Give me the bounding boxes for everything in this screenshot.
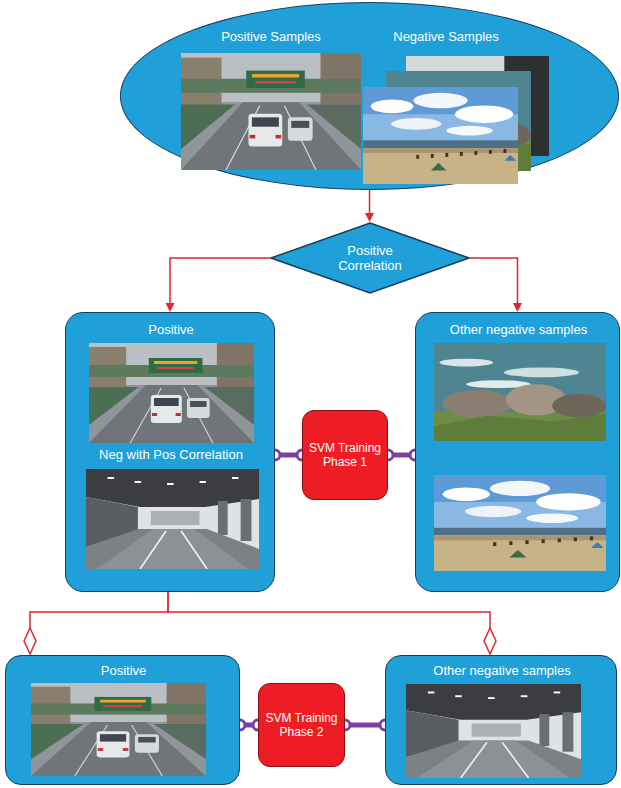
node-label: Positive <box>71 322 271 338</box>
decision-diamond: Positive Correlation <box>270 222 470 294</box>
node-label: Other negative samples <box>421 322 616 338</box>
svm-box: SVM Training Phase 1 <box>302 410 388 500</box>
beach-photo <box>434 475 606 571</box>
training-link <box>340 720 390 730</box>
samples-oval: Positive Samples Negative Samples <box>120 2 619 190</box>
group-box: Other negative samples <box>415 312 620 592</box>
connector-line <box>470 258 518 303</box>
connector-line <box>170 258 270 303</box>
diamond-head <box>24 628 36 654</box>
diamond-outline <box>270 222 470 294</box>
road-photo <box>89 343 254 443</box>
flow-arrow <box>168 592 496 654</box>
group-box: Other negative samples <box>385 655 617 785</box>
flow-arrow <box>166 258 271 312</box>
connector-line <box>168 592 490 628</box>
group-box: Positive <box>5 655 240 785</box>
flow-arrow <box>470 258 522 312</box>
tunnel-photo <box>406 684 581 778</box>
node-label: SVM Training Phase 2 <box>263 711 340 740</box>
node-label: Positive Correlation <box>315 243 425 274</box>
connector-line <box>369 190 371 213</box>
connector-line <box>30 592 168 628</box>
node-label: Positive <box>11 663 236 679</box>
flow-arrow <box>365 190 374 222</box>
svm-box: SVM Training Phase 2 <box>258 683 345 767</box>
node-label: Other negative samples <box>391 663 613 679</box>
group-box: PositiveNeg with Pos Correlation <box>65 312 275 592</box>
shore-photo <box>434 343 606 441</box>
road-photo <box>31 683 206 776</box>
tunnel-photo <box>86 469 259 569</box>
arrow-head <box>513 303 522 312</box>
road-photo <box>181 53 361 170</box>
beach-photo <box>363 87 518 184</box>
node-sublabel: Neg with Pos Correlation <box>71 447 271 463</box>
node-label: Positive Samples <box>201 29 341 45</box>
arrow-head <box>166 303 175 312</box>
node-sublabel: Negative Samples <box>371 29 521 45</box>
arrow-head <box>365 213 374 222</box>
node-label: SVM Training Phase 1 <box>307 441 383 470</box>
flow-arrow <box>24 592 168 654</box>
diamond-head <box>484 628 496 654</box>
